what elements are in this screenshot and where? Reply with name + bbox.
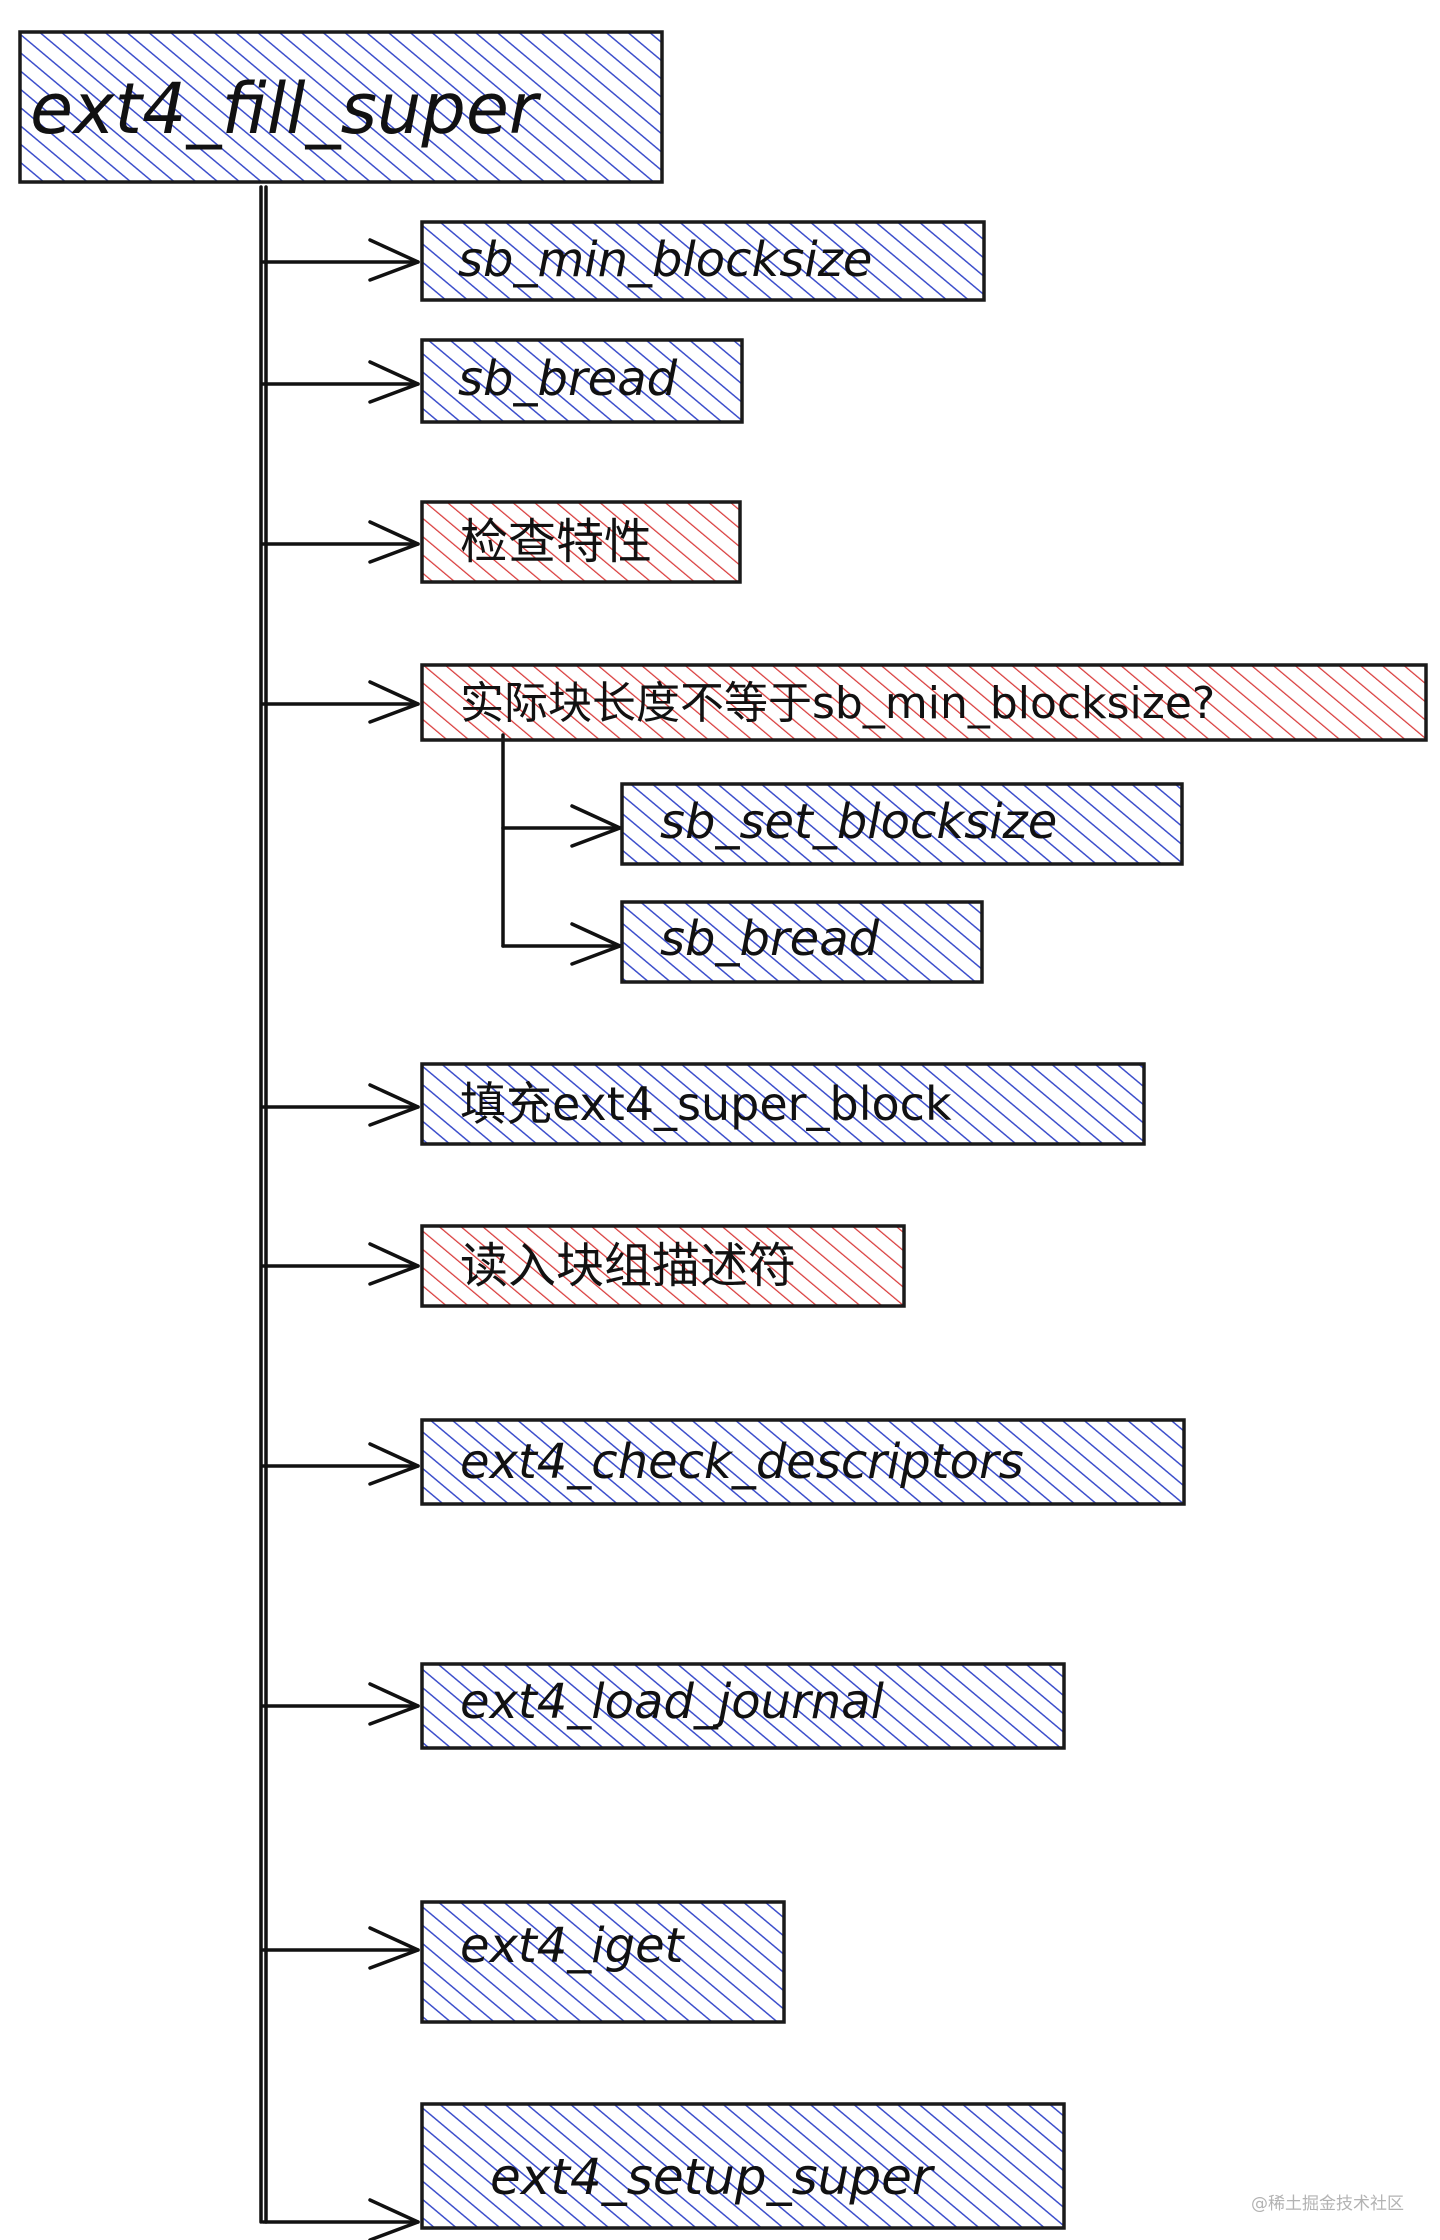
node-box: [420, 663, 1428, 742]
node-label: sb_set_blocksize: [660, 794, 1057, 850]
node-label: 读入块组描述符: [460, 1238, 796, 1294]
node-label: ext4_iget: [460, 1918, 686, 1974]
arrowhead: [368, 1682, 420, 1726]
node-box: [420, 338, 744, 424]
node-label: ext4_load_journal: [460, 1674, 885, 1730]
connector-lines: [259, 185, 622, 2240]
node-box: [420, 2102, 1066, 2230]
node-ext4-check-descriptors: ext4_check_descriptors: [420, 1418, 1186, 1506]
node-read-group-descriptors: 读入块组描述符: [420, 1224, 906, 1308]
node-ext4-iget: ext4_iget: [420, 1900, 786, 2024]
node-ext4-setup-super: ext4_setup_super: [420, 2102, 1066, 2230]
arrowhead: [368, 1083, 420, 1127]
node-blocksize-mismatch: 实际块长度不等于sb_min_blocksize?: [420, 663, 1428, 742]
node-label: ext4_check_descriptors: [460, 1434, 1024, 1490]
node-label: 填充ext4_super_block: [460, 1077, 952, 1131]
node-box: [420, 1418, 1186, 1506]
node-label: sb_bread: [458, 351, 678, 407]
node-box: [420, 1062, 1146, 1146]
node-box: [620, 782, 1184, 866]
arrowhead: [368, 238, 420, 282]
watermark-text: @稀土掘金技术社区: [1251, 2194, 1404, 2214]
root-node-box: [18, 30, 664, 184]
arrowhead: [570, 804, 622, 848]
node-sb-min-blocksize: sb_min_blocksize: [420, 220, 986, 302]
arrowhead: [368, 680, 420, 724]
node-box: [620, 900, 984, 984]
arrowhead: [368, 360, 420, 404]
node-box: [420, 1224, 906, 1308]
node-label: sb_min_blocksize: [458, 232, 872, 288]
node-label: 检查特性: [460, 514, 652, 570]
node-sb-bread: sb_bread: [420, 338, 744, 424]
node-label: 实际块长度不等于sb_min_blocksize?: [460, 678, 1215, 729]
arrowhead: [368, 1242, 420, 1286]
node-box: [420, 220, 986, 302]
arrowhead: [368, 1926, 420, 1970]
node-label: ext4_setup_super: [490, 2148, 936, 2206]
root-node-label: ext4_fill_super: [30, 68, 542, 150]
node-sb-bread-2: sb_bread: [620, 900, 984, 984]
arrowhead: [368, 520, 420, 564]
arrowhead: [368, 1442, 420, 1486]
node-box: [420, 500, 742, 584]
node-label: sb_bread: [660, 911, 880, 967]
nodes: ext4_fill_super sb_min_blocksize sb_brea…: [18, 30, 1428, 2230]
node-fill-super-block: 填充ext4_super_block: [420, 1062, 1146, 1146]
arrowhead: [368, 2198, 420, 2240]
node-box: [420, 1900, 786, 2024]
root-node: ext4_fill_super: [18, 30, 664, 184]
node-check-features: 检查特性: [420, 500, 742, 584]
arrowhead: [570, 922, 622, 966]
node-box: [420, 1662, 1066, 1750]
node-sb-set-blocksize: sb_set_blocksize: [620, 782, 1184, 866]
node-ext4-load-journal: ext4_load_journal: [420, 1662, 1066, 1750]
